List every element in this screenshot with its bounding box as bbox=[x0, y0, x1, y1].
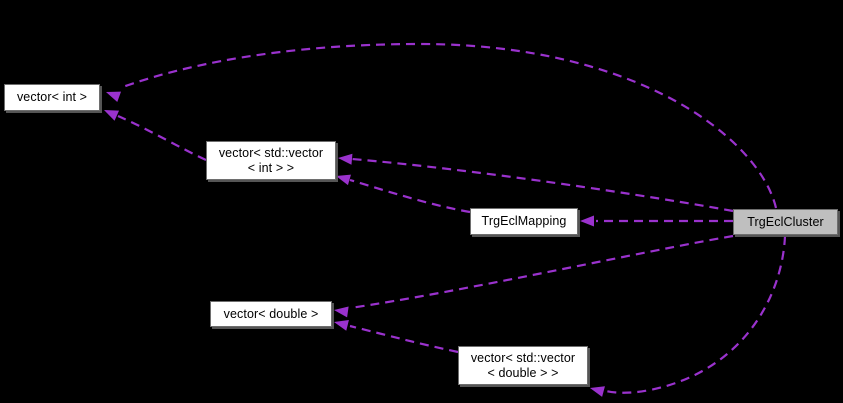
node-vector_vector_int[interactable]: vector< std::vector < int > > bbox=[206, 141, 336, 180]
edges-group bbox=[117, 42, 787, 394]
edge-arrowhead bbox=[106, 91, 122, 102]
edge-line bbox=[349, 178, 471, 214]
node-trg_ecl_mapping[interactable]: TrgEclMapping bbox=[470, 208, 578, 235]
edge-line bbox=[117, 114, 207, 161]
edge-arrowhead bbox=[336, 174, 351, 186]
edge-line bbox=[605, 235, 787, 394]
edge-arrowhead bbox=[104, 110, 120, 121]
node-label: TrgEclMapping bbox=[481, 214, 567, 228]
edge-arrowhead bbox=[590, 386, 605, 397]
node-vector_int[interactable]: vector< int > bbox=[4, 84, 100, 111]
node-label: vector< double > bbox=[223, 306, 319, 321]
arrowheads-group bbox=[104, 91, 605, 397]
edge-arrowhead bbox=[580, 215, 594, 227]
node-label: vector< std::vector < int > > bbox=[218, 145, 324, 175]
edge-line bbox=[349, 234, 734, 310]
node-trg_ecl_cluster[interactable]: TrgEclCluster bbox=[733, 209, 838, 235]
edge-arrowhead bbox=[334, 306, 349, 318]
node-vector_double[interactable]: vector< double > bbox=[210, 301, 332, 327]
node-label: TrgEclCluster bbox=[747, 214, 824, 229]
edge-arrowhead bbox=[338, 153, 353, 165]
edge-line bbox=[349, 324, 459, 354]
edge-arrowhead bbox=[334, 320, 349, 331]
node-label: vector< int > bbox=[16, 90, 88, 104]
edge-line bbox=[119, 42, 778, 209]
node-label: vector< std::vector < double > > bbox=[470, 350, 576, 380]
node-vector_vector_double[interactable]: vector< std::vector < double > > bbox=[458, 346, 588, 385]
edge-line bbox=[351, 157, 734, 213]
